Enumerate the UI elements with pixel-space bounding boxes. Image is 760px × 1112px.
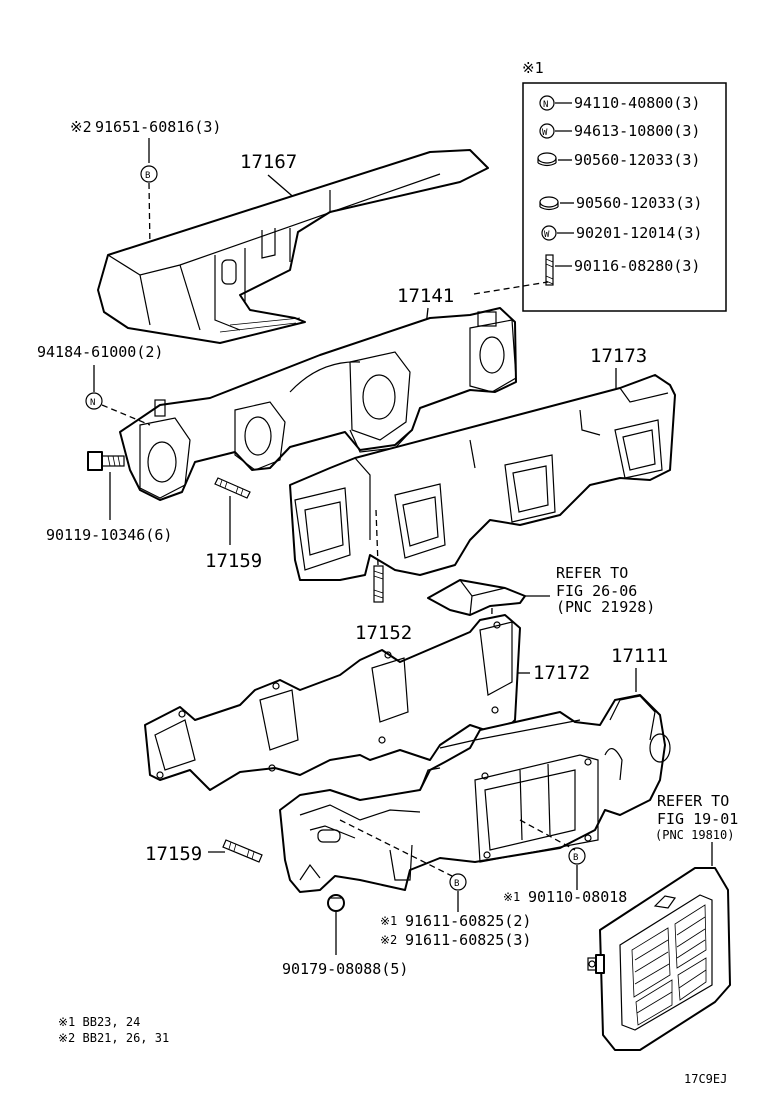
- kit-item-4-part-no: 90560-12033(3): [576, 194, 702, 212]
- heat-insulator: [97, 149, 489, 344]
- stud-icon: [222, 839, 263, 863]
- nut-icon: N: [539, 95, 555, 111]
- kit-box-frame: [522, 82, 727, 312]
- svg-text:B: B: [573, 853, 578, 863]
- plug-icon: [539, 196, 559, 211]
- svg-text:B: B: [454, 879, 459, 889]
- intake-bolt-right-part-no: 90110-08018: [528, 888, 627, 906]
- kit-item-3-part-no: 90560-12033(3): [574, 151, 700, 169]
- kit-box: ※1 N 94110-40800(3) W 94613-10800(3) 905…: [522, 59, 727, 312]
- kit-item-6-part-no: 90116-08280(3): [574, 257, 700, 275]
- svg-text:B: B: [145, 171, 150, 181]
- kit-item-2-part-no: 94613-10800(3): [574, 122, 700, 140]
- nut-icon: N: [85, 392, 103, 410]
- refer-1-line1: REFER TO: [556, 564, 628, 582]
- refer-2-line2: FIG 19-01: [657, 810, 738, 828]
- svg-text:N: N: [543, 100, 548, 110]
- svg-text:W: W: [542, 128, 548, 138]
- bolt-icon: B: [449, 873, 467, 891]
- exhaust-manifold-pnc: 17141: [397, 285, 454, 307]
- plug-icon: [537, 152, 557, 167]
- intake-bolt-left-part-no-1: 91611-60825(2): [405, 912, 531, 930]
- figure-code: 17C9EJ: [684, 1072, 727, 1086]
- manifold-nut-part-no: 94184-61000(2): [37, 343, 163, 361]
- stud-icon: [545, 254, 554, 286]
- washer-icon: W: [539, 123, 555, 139]
- footnote-1: ※1 BB23, 24: [58, 1015, 140, 1029]
- stud-upper-pnc: 17159: [205, 550, 262, 572]
- stud-icon: [373, 565, 384, 603]
- kit-box-title: ※1: [522, 59, 544, 77]
- heat-insulator-bolt-part-no: 91651-60816(3): [95, 118, 221, 136]
- refer-1-line2: FIG 26-06: [556, 582, 637, 600]
- footnote-2: ※2 BB21, 26, 31: [58, 1031, 169, 1045]
- kit-item-1-part-no: 94110-40800(3): [574, 94, 700, 112]
- heat-insulator-bolt-note: ※2: [70, 118, 92, 136]
- intake-manifold-pnc: 17111: [611, 645, 668, 667]
- heater-grille: [631, 904, 707, 1026]
- intake-bolt-left-note-2: ※2: [380, 933, 397, 947]
- intake-bolt-left-part-no-2: 91611-60825(3): [405, 931, 531, 949]
- intake-gasket-pnc: 17172: [533, 662, 590, 684]
- intake-bolt-left-note-1: ※1: [380, 914, 397, 928]
- bolt-icon: B: [568, 847, 586, 865]
- intake-heater: [587, 867, 731, 1051]
- refer-1-line3: (PNC 21928): [556, 598, 655, 616]
- stud-center-pnc: 17152: [355, 622, 412, 644]
- bolt-icon: [87, 451, 125, 471]
- kit-item-5-part-no: 90201-12014(3): [576, 224, 702, 242]
- exhaust-manifold: [119, 307, 517, 501]
- svg-text:W: W: [544, 230, 550, 240]
- drain-plug-part-no: 90179-08088(5): [282, 960, 408, 978]
- refer-2-line3: (PNC 19810): [655, 828, 734, 842]
- stud-icon: [214, 477, 251, 499]
- exhaust-manifold-gasket: [289, 374, 676, 581]
- intake-manifold: [279, 694, 671, 893]
- washer-icon: W: [541, 225, 557, 241]
- manifold-bolt-part-no: 90119-10346(6): [46, 526, 172, 544]
- bolt-icon: B: [140, 165, 158, 183]
- refer-2-line1: REFER TO: [657, 792, 729, 810]
- intake-gasket-outer-pnc: 17173: [590, 345, 647, 367]
- heat-insulator-pnc: 17167: [240, 151, 297, 173]
- stud-lower-pnc: 17159: [145, 843, 202, 865]
- intake-bolt-right-note: ※1: [503, 890, 520, 904]
- svg-text:N: N: [90, 398, 95, 408]
- heat-plate: [427, 579, 526, 616]
- plug-icon: [327, 894, 345, 912]
